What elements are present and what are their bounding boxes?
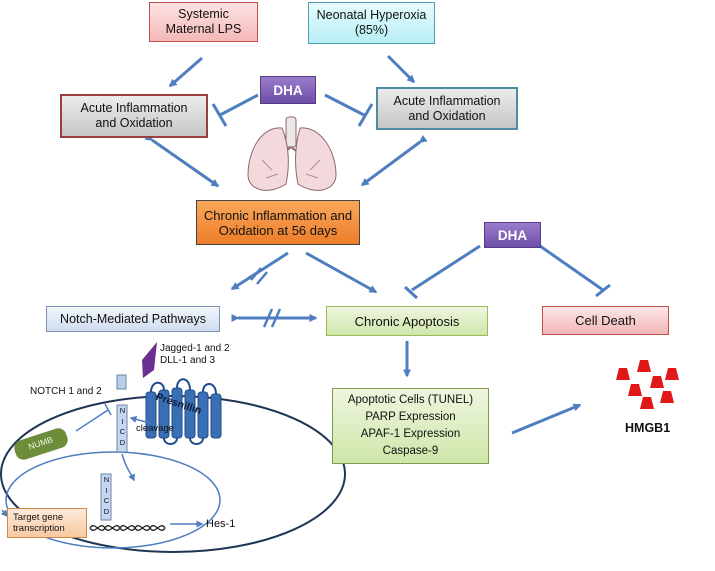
numb-icon [14,428,68,460]
notch-pathways-box: Notch-Mediated Pathways [46,306,220,332]
arrow-lps-to-acute [168,56,203,88]
nicd-nucleus-icon [100,473,112,521]
arrow-markers-to-hmgb1 [511,403,582,435]
maternal-lps-box: Systemic Maternal LPS [149,2,258,42]
arrow-acute-right-chronic [360,134,428,187]
dha-inhibition-apoptosis [403,244,481,300]
arrow-chronic-to-notch [230,251,289,291]
hmgb1-label: HMGB1 [625,421,671,435]
arrow-cleavage [129,416,151,424]
chronic-inflammation-box: Chronic Inflammation and Oxidation at 56… [196,200,360,245]
dha-inhibition-left [211,93,259,127]
arrow-left-edge [0,509,8,518]
dha-top-box: DHA [260,76,316,104]
cell-death-box: Cell Death [542,306,669,335]
notch-receptor-icon [116,374,127,390]
jagged-dll-label: Jagged-1 and 2 DLL-1 and 3 [160,343,230,366]
jagged-ligand-icon [142,342,157,378]
dha-inhibition-cell-death [539,244,611,298]
arrow-nicd-translocation [121,453,135,482]
chronic-apoptosis-box: Chronic Apoptosis [326,306,488,336]
cleavage-label: cleavage [136,423,175,434]
nicd-label-nucleus: N I C D [103,475,110,516]
nicd-label-cytoplasm: N I C D [119,406,126,447]
dna-icon [89,525,166,531]
neonatal-hyperoxia-box: Neonatal Hyperoxia (85%) [308,2,435,44]
nicd-cytoplasm-icon [116,404,128,453]
arrow-chronic-to-apoptosis [305,251,378,294]
arrow-notch-apoptosis [231,308,318,328]
dha-inhibition-right [324,93,374,127]
hes1-label: Hes-1 [206,518,236,530]
nucleus-membrane [5,451,221,549]
arrow-acute-left-chronic [144,133,220,188]
target-gene-box: Target gene transcription [7,508,87,538]
lungs-icon [247,116,337,191]
presenilin-icon [145,378,222,445]
hmgb1-particles-icon [616,360,679,409]
arrow-hyperoxia-to-acute [386,54,416,84]
acute-inflammation-right-box: Acute Inflammation and Oxidation [376,87,518,130]
notch-receptor-label: NOTCH 1 and 2 [30,386,102,397]
acute-inflammation-left-box: Acute Inflammation and Oxidation [60,94,208,138]
dha-right-box: DHA [484,222,541,248]
numb-inhibition [75,403,112,432]
apoptotic-markers-box: Apoptotic Cells (TUNEL) PARP Expression … [332,388,489,464]
